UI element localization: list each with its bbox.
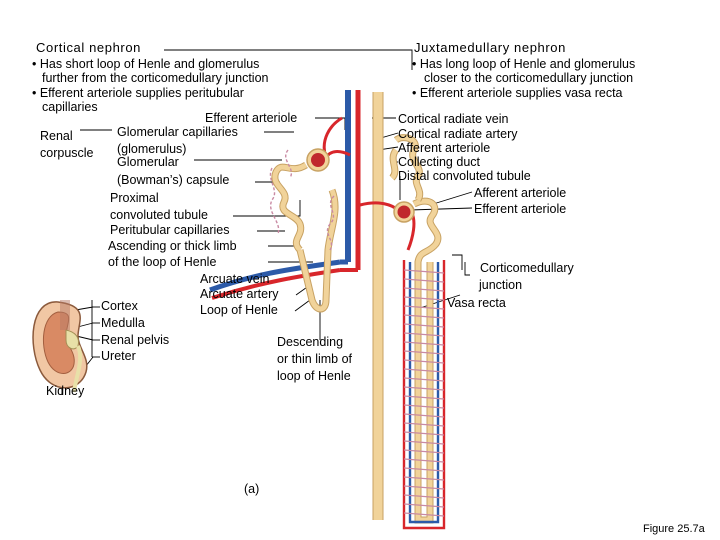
vasa-recta-rung	[403, 368, 445, 373]
label-corpuscle: corpuscle	[40, 146, 94, 160]
cortical-bullet-2b: capillaries	[42, 100, 98, 114]
cortical-bullet-1b: further from the corticomedullary juncti…	[42, 71, 269, 85]
vasa-recta-rung	[403, 278, 445, 283]
label-descending-3: loop of Henle	[277, 369, 351, 383]
vasa-recta-rung	[403, 422, 445, 427]
peritubular-capillaries	[269, 149, 335, 251]
label-kidney: Kidney	[46, 384, 85, 398]
vasa-recta-rung	[403, 512, 445, 517]
label-proximal: Proximal	[110, 191, 159, 205]
vasa-recta-rung	[403, 287, 445, 292]
label-cortical-radiate-vein: Cortical radiate vein	[398, 112, 509, 126]
vasa-recta	[402, 260, 446, 530]
label-bowmans-capsule: (Bowman’s) capsule	[117, 173, 230, 187]
vasa-recta-rung	[403, 395, 445, 400]
vasa-recta-rung	[403, 476, 445, 481]
label-medulla: Medulla	[101, 316, 145, 330]
leader-lines	[61, 49, 473, 395]
jm-bullet-2: • Efferent arteriole supplies vasa recta	[412, 86, 623, 100]
label-convoluted-tubule: convoluted tubule	[110, 208, 208, 222]
label-efferent-arteriole-2: Efferent arteriole	[474, 202, 567, 216]
kidney-illustration	[32, 300, 88, 393]
label-renal: Renal	[40, 129, 73, 143]
label-glomerular: Glomerular	[117, 155, 179, 169]
panel-label: (a)	[244, 482, 260, 496]
jm-glomerulus	[397, 205, 411, 219]
vasa-recta-rung	[403, 449, 445, 454]
label-arcuate-artery: Arcuate artery	[200, 287, 279, 301]
long-loop-of-henle	[412, 198, 441, 523]
label-ureter: Ureter	[101, 349, 136, 363]
junction-bracket	[452, 254, 463, 270]
distal-convoluted-tubule	[389, 135, 423, 202]
vasa-recta-rung	[403, 485, 445, 490]
label-corticomedullary: Corticomedullary	[480, 261, 574, 275]
label-glomerular-capillaries: Glomerular capillaries	[117, 125, 238, 139]
label-collecting-duct: Collecting duct	[398, 155, 480, 169]
label-glomerulus: (glomerulus)	[117, 142, 187, 156]
label-loop-of-henle: Loop of Henle	[200, 303, 278, 317]
kidney-highlight	[60, 300, 70, 330]
juxtamedullary-title: Juxtamedullary nephron	[414, 40, 566, 55]
vasa-recta-rung	[403, 404, 445, 409]
label-of-loop: of the loop of Henle	[108, 255, 217, 269]
cortical-bullet-1a: • Has short loop of Henle and glomerulus	[32, 57, 260, 71]
label-cortical-radiate-artery: Cortical radiate artery	[398, 127, 518, 141]
figure-label: Figure 25.7a	[643, 523, 705, 535]
vasa-recta-rung	[403, 467, 445, 472]
vasa-recta-rung	[403, 269, 445, 274]
proximal-convoluted-tubule	[272, 162, 308, 252]
ureter-shape	[72, 345, 83, 393]
label-cortex: Cortex	[101, 299, 138, 313]
label-ascending-limb: Ascending or thick limb	[108, 239, 237, 253]
loop-of-henle-short	[297, 189, 338, 312]
vasa-recta-rung	[403, 458, 445, 463]
vasa-recta-rung	[403, 359, 445, 364]
vasa-recta-rung	[403, 386, 445, 391]
vasa-recta-rung	[403, 350, 445, 355]
vasa-recta-rung	[403, 377, 445, 382]
cortical-nephron	[269, 116, 351, 313]
vasa-recta-rung	[403, 341, 445, 346]
cortical-title: Cortical nephron	[36, 40, 141, 55]
vasa-recta-rung	[403, 431, 445, 436]
jm-bullet-1b: closer to the corticomedullary junction	[424, 71, 634, 85]
juxtamedullary-nephron	[359, 134, 442, 524]
label-renal-pelvis: Renal pelvis	[101, 333, 170, 347]
vasa-recta-rung	[403, 314, 445, 319]
label-afferent-arteriole: Afferent arteriole	[398, 141, 491, 155]
label-descending-1: Descending	[277, 335, 344, 349]
label-peritubular-capillaries: Peritubular capillaries	[110, 223, 230, 237]
vasa-recta-rung	[403, 323, 445, 328]
vasa-recta-rung	[403, 305, 445, 310]
vasa-recta-rung	[403, 332, 445, 337]
cortical-bullet-2a: • Efferent arteriole supplies peritubula…	[32, 86, 244, 100]
label-distal-convoluted-tubule: Distal convoluted tubule	[398, 169, 531, 183]
jm-bullet-1a: • Has long loop of Henle and glomerulus	[412, 57, 636, 71]
label-descending-2: or thin limb of	[277, 352, 353, 366]
vasa-recta-rung	[403, 503, 445, 508]
vasa-recta-rung	[403, 413, 445, 418]
vasa-recta-rung	[403, 494, 445, 499]
label-arcuate-vein: Arcuate vein	[200, 272, 270, 286]
glomerulus	[311, 153, 325, 167]
vasa-recta-rung	[403, 296, 445, 301]
label-efferent-arteriole: Efferent arteriole	[205, 111, 298, 125]
vasa-recta-rung	[403, 440, 445, 445]
label-junction: junction	[479, 278, 523, 292]
label-vasa-recta: Vasa recta	[447, 296, 506, 310]
label-afferent-arteriole-2: Afferent arteriole	[474, 186, 567, 200]
